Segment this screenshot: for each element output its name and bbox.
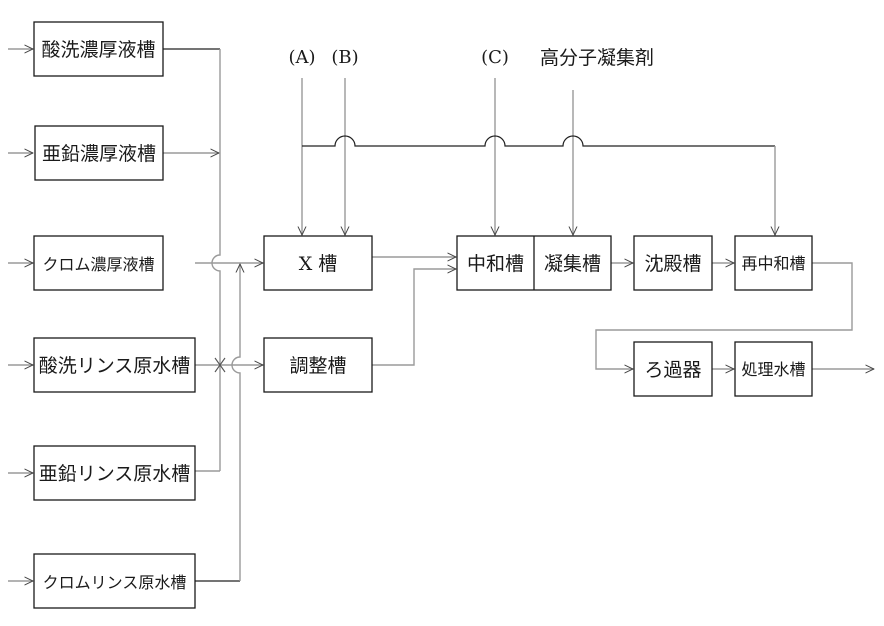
tank-label: 酸洗濃厚液槽 — [41, 39, 155, 61]
x-tank: X 槽 — [263, 235, 373, 291]
filter: ろ過器 — [633, 341, 713, 397]
neutralize-coagulate-tank: 中和槽 凝集槽 — [456, 235, 612, 291]
x-tank-label: X 槽 — [299, 253, 338, 275]
source-tank-t5: 亜鉛リンス原水槽 — [33, 445, 196, 501]
adjust-to-neutralize-arrow — [372, 269, 456, 366]
polymer-coagulant-label: 高分子凝集剤 — [540, 47, 654, 69]
tank-label: クロムリンス原水槽 — [43, 573, 187, 592]
chemical-a-label: (A) — [288, 47, 315, 68]
settling-tank: 沈殿槽 — [633, 235, 713, 291]
chemical-feed-lines — [302, 78, 775, 235]
tank-label: 亜鉛濃厚液槽 — [42, 143, 156, 165]
source-tank-t2: 亜鉛濃厚液槽 — [34, 125, 164, 181]
feed-a-branch-line — [302, 135, 775, 147]
source-tank-t4: 酸洗リンス原水槽 — [33, 337, 196, 393]
collector-vertical-240-arrow — [231, 264, 240, 581]
source-tank-t6: クロムリンス原水槽 — [33, 553, 196, 609]
adjust-tank-label: 調整槽 — [289, 355, 346, 377]
chemical-c-label: (C) — [481, 47, 509, 68]
reneutralize-to-filter-arrow — [595, 262, 853, 369]
crossing-x-mark — [214, 357, 226, 373]
coagulate-tank-label: 凝集槽 — [544, 253, 601, 275]
source-tank-t3: クロム濃厚液槽 — [33, 235, 164, 291]
chemical-b-label: (B) — [331, 47, 358, 68]
collector-lines — [163, 48, 263, 582]
tank-label: クロム濃厚液槽 — [42, 255, 154, 274]
neutralize-tank-label: 中和槽 — [467, 253, 524, 275]
tank-label: 亜鉛リンス原水槽 — [39, 463, 191, 485]
treated-water-tank-label: 処理水槽 — [741, 360, 805, 379]
filter-label: ろ過器 — [644, 359, 701, 381]
reneutralize-tank: 再中和槽 — [734, 235, 813, 291]
main-flow-lines — [372, 257, 874, 369]
treated-water-tank: 処理水槽 — [734, 341, 813, 397]
source-tank-t1: 酸洗濃厚液槽 — [33, 21, 164, 77]
tank-label: 酸洗リンス原水槽 — [39, 355, 191, 377]
adjust-tank: 調整槽 — [263, 337, 373, 393]
settling-tank-label: 沈殿槽 — [644, 253, 701, 275]
collector-vertical-220 — [211, 49, 221, 471]
source-inlet-arrows — [8, 49, 33, 581]
reneutralize-tank-label: 再中和槽 — [741, 254, 805, 273]
